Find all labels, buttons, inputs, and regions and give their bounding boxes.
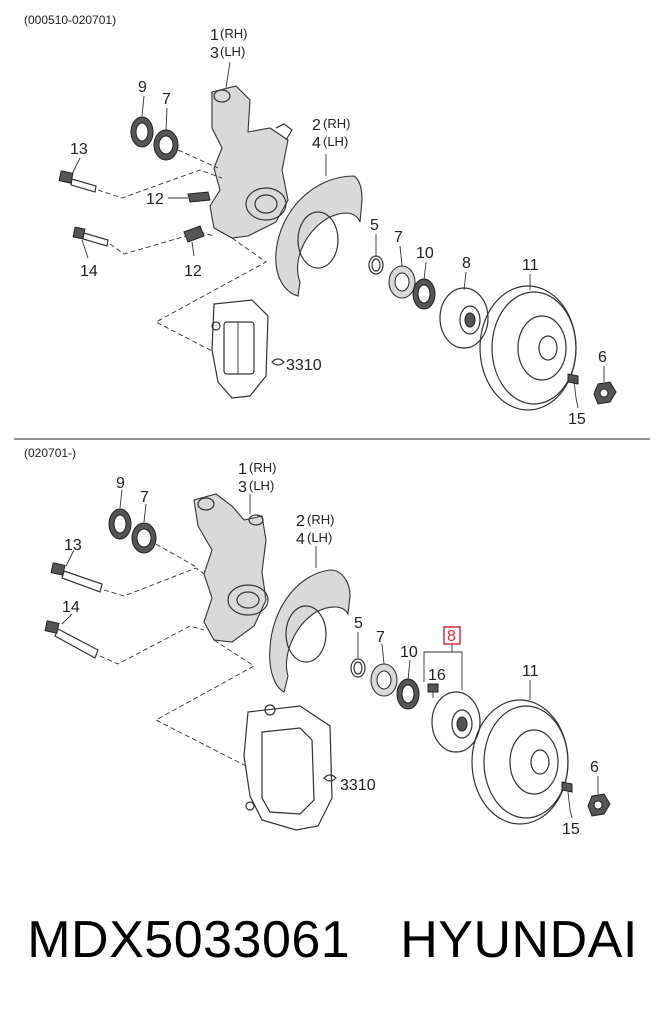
label-1-rh-b: (RH) bbox=[249, 460, 276, 475]
label-3-lh: (LH) bbox=[220, 44, 245, 59]
hub-bolt-15-b bbox=[561, 781, 573, 811]
label-8: 8 bbox=[462, 255, 471, 272]
part-number: MDX5033061 bbox=[27, 911, 351, 969]
section-1: (000510-020701) bbox=[24, 13, 617, 428]
part-8-highlight bbox=[423, 626, 463, 690]
steering-knuckle-2 bbox=[193, 493, 269, 643]
label-14-b: 14 bbox=[62, 599, 80, 616]
section-1-range: (000510-020701) bbox=[24, 13, 116, 27]
brake-caliper-b bbox=[243, 704, 333, 831]
brake-disc-11-b bbox=[471, 699, 569, 825]
label-2-rh: (RH) bbox=[323, 116, 350, 131]
label-5: 5 bbox=[370, 217, 379, 234]
label-7b: 7 bbox=[394, 229, 403, 246]
exploded-parts-diagram: (000510-020701) bbox=[14, 13, 650, 838]
label-9-b: 9 bbox=[116, 475, 125, 492]
label-16: 16 bbox=[428, 667, 446, 684]
label-13-b: 13 bbox=[64, 537, 82, 554]
bolt-14 bbox=[72, 226, 109, 247]
section-2: (020701-) bbox=[24, 446, 611, 838]
label-1-rh: (RH) bbox=[220, 26, 247, 41]
bolt-14-b bbox=[44, 620, 99, 659]
clip-12-lower bbox=[183, 225, 205, 243]
bolt-13-b bbox=[50, 562, 103, 593]
label-4-b: 4 bbox=[296, 531, 305, 548]
label-2: 2 bbox=[312, 117, 321, 134]
brand-name: HYUNDAI bbox=[400, 911, 638, 969]
label-7b-b: 7 bbox=[376, 629, 385, 646]
label-4-lh-b: (LH) bbox=[307, 530, 332, 545]
label-3310: 3310 bbox=[286, 357, 322, 374]
label-8-b: 8 bbox=[447, 628, 456, 645]
label-9: 9 bbox=[138, 79, 147, 96]
label-3310-b: 3310 bbox=[340, 777, 376, 794]
label-1-b: 1 bbox=[238, 461, 247, 478]
label-11-b: 11 bbox=[522, 663, 539, 680]
label-5-b: 5 bbox=[354, 615, 363, 632]
brake-caliper-top bbox=[211, 299, 269, 399]
label-4-lh: (LH) bbox=[323, 134, 348, 149]
section-2-range: (020701-) bbox=[24, 446, 76, 460]
steering-knuckle bbox=[209, 85, 293, 239]
wheel-hub-8-b bbox=[431, 691, 481, 753]
label-10: 10 bbox=[416, 245, 434, 262]
label-10-b: 10 bbox=[400, 644, 418, 661]
label-6-b: 6 bbox=[590, 759, 599, 776]
hub-bolt-15-top bbox=[567, 373, 579, 399]
label-13: 13 bbox=[70, 141, 88, 158]
seal-9-b bbox=[108, 508, 132, 540]
label-3-b: 3 bbox=[238, 479, 247, 496]
label-14: 14 bbox=[80, 263, 98, 280]
brake-disc-11-top bbox=[479, 285, 577, 411]
nut-6-top bbox=[593, 381, 617, 405]
oil-seal-10-top bbox=[412, 278, 436, 310]
label-1: 1 bbox=[210, 27, 219, 44]
label-3: 3 bbox=[210, 45, 219, 62]
wheel-bearing-7-b bbox=[370, 663, 398, 697]
bearing-7-top bbox=[153, 129, 179, 161]
label-7a-b: 7 bbox=[140, 489, 149, 506]
nut-6-b bbox=[587, 793, 611, 817]
label-4: 4 bbox=[312, 135, 321, 152]
label-15-b: 15 bbox=[562, 821, 580, 838]
label-6: 6 bbox=[598, 349, 607, 366]
label-12a: 12 bbox=[146, 191, 164, 208]
seal-9 bbox=[130, 116, 154, 148]
wheel-hub-8-top bbox=[439, 287, 489, 349]
dust-shield-top bbox=[275, 175, 363, 297]
label-2-rh-b: (RH) bbox=[307, 512, 334, 527]
bolt-13 bbox=[58, 170, 97, 193]
label-7a: 7 bbox=[162, 91, 171, 108]
dust-shield-b bbox=[269, 569, 351, 693]
oil-seal-10-b bbox=[396, 678, 420, 710]
clip-12-upper bbox=[187, 191, 211, 203]
label-12b: 12 bbox=[184, 263, 202, 280]
wheel-bearing-7-top bbox=[388, 265, 416, 299]
snap-ring-5-b bbox=[350, 658, 366, 678]
label-11: 11 bbox=[522, 257, 539, 274]
hub-bolt-16 bbox=[427, 683, 439, 698]
bearing-7-b-top bbox=[131, 522, 157, 554]
label-2-b: 2 bbox=[296, 513, 305, 530]
label-3-lh-b: (LH) bbox=[249, 478, 274, 493]
label-15: 15 bbox=[568, 411, 586, 428]
snap-ring-5-top bbox=[368, 255, 384, 275]
part-caption: MDX5033061 HYUNDAI bbox=[0, 895, 665, 985]
